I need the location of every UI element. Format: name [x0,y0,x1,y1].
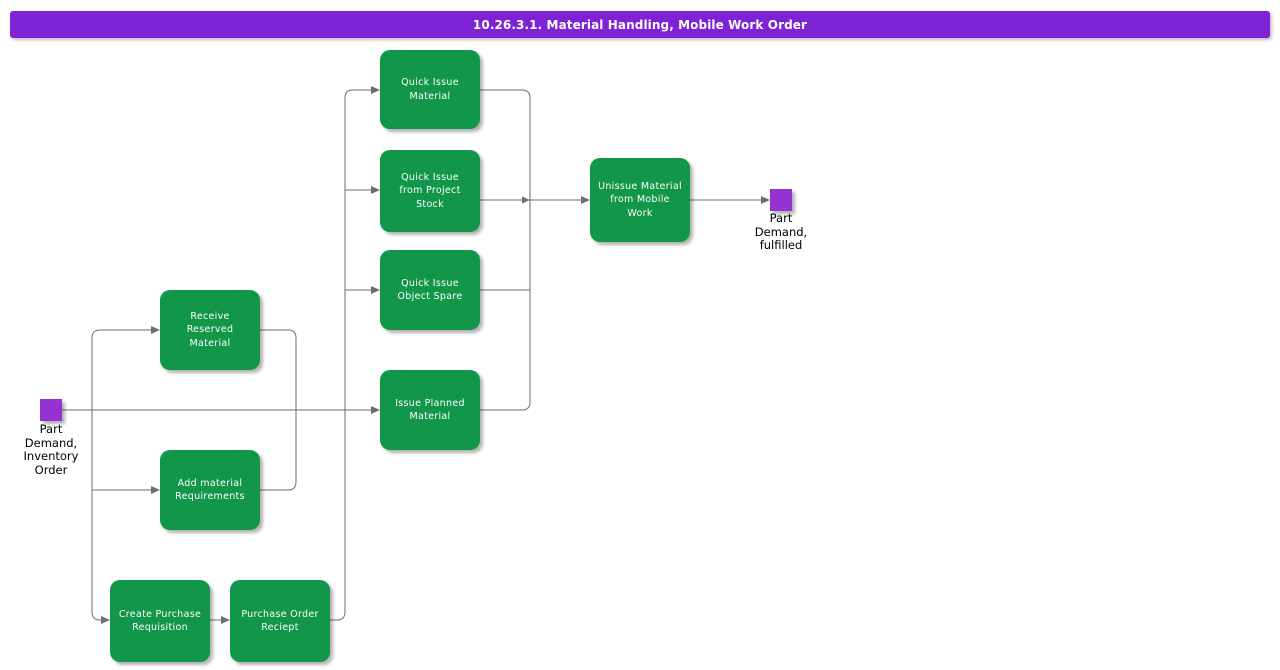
arrowhead-add-material [151,486,160,494]
connector-add-material-out [260,410,297,491]
activity-label: Quick Issue Material [401,77,459,102]
activity-label: Receive Reserved Material [186,310,234,349]
connector-rail-to-quick-issue-material [344,89,371,410]
arrowhead-receive-reserved [151,326,160,334]
activity-create-purchase-requisition[interactable]: Create Purchase Requisition [110,580,210,662]
activity-label: Issue Planned Material [395,397,465,423]
start-event-label: Part Demand, Inventory Order [23,422,79,477]
connector-start-to-receive-reserved [91,329,151,410]
end-event-square [770,189,792,211]
activity-label: Quick Issue from Project Stock [399,171,461,210]
arrowhead-quick-issue-project [371,186,380,194]
activity-label: Add material Requirements [175,477,245,503]
activity-quick-issue-from-project-stock[interactable]: Quick Issue from Project Stock [380,150,480,232]
activity-label: Quick Issue Object Spare [397,277,463,303]
connector-purchase-order-out [330,410,346,621]
connector-receive-reserved-out [260,329,297,410]
start-event-square [40,399,62,421]
arrowhead-purchase-order [221,616,230,624]
activity-label: Create Purchase Requisition [118,608,202,634]
activity-quick-issue-object-spare[interactable]: Quick Issue Object Spare [380,250,480,330]
activity-issue-planned-material[interactable]: Issue Planned Material [380,370,480,450]
activity-label: Unissue Material from Mobile Work [598,180,682,219]
arrowhead-quick-issue-material [371,86,380,94]
activity-receive-reserved-material[interactable]: Receive Reserved Material [160,290,260,370]
arrowhead-unissue [581,196,590,204]
arrowhead-end-event [761,196,770,204]
end-event-label: Part Demand, fulfilled [754,211,808,252]
arrowhead-quick-issue-object [371,286,380,294]
activity-add-material-requirements[interactable]: Add material Requirements [160,450,260,530]
activity-label: Purchase Order Reciept [241,608,319,634]
activity-quick-issue-material[interactable]: Quick Issue Material [380,50,480,129]
arrowhead-issue-planned [371,406,380,414]
activity-unissue-material-from-mobile-work[interactable]: Unissue Material from Mobile Work [590,158,690,242]
diagram-title: 10.26.3.1. Material Handling, Mobile Wor… [472,17,808,32]
arrowhead-rail-merge [522,196,530,204]
connector-right-rail [480,89,531,411]
diagram-title-bar: 10.26.3.1. Material Handling, Mobile Wor… [10,11,1270,38]
arrowhead-create-purchase [101,616,110,624]
activity-purchase-order-reciept[interactable]: Purchase Order Reciept [230,580,330,662]
